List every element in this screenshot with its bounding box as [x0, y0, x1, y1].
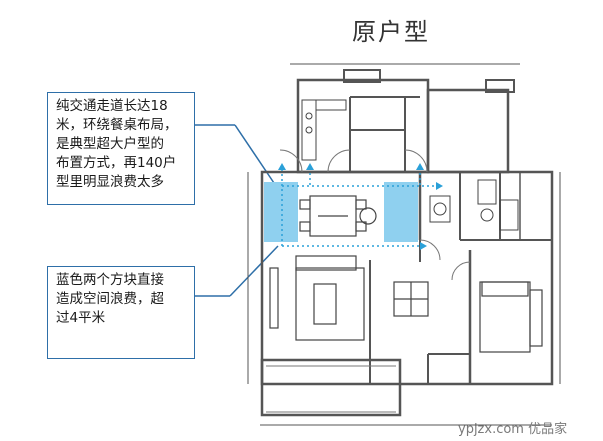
bathroom-fixtures — [429, 179, 519, 231]
callout-line: 蓝色两个方块直接 — [56, 272, 164, 288]
circulation-path — [281, 168, 436, 247]
circulation-arrowheads — [278, 163, 443, 250]
callout-line: 纯交通走道长达18 — [56, 98, 168, 114]
balcony-rail — [266, 365, 396, 413]
figure-title: 原户型 — [352, 18, 430, 46]
walls — [247, 63, 561, 426]
callout-line: 是典型超大户型的 — [56, 136, 164, 152]
wasted-area-right — [384, 182, 418, 242]
callout-circulation: 纯交通走道长达18 米，环绕餐桌布局， 是典型超大户型的 布置方式，再140户 … — [47, 92, 195, 205]
living-room-furniture — [269, 255, 365, 341]
callout-line: 布置方式，再140户 — [56, 155, 177, 171]
wasted-area-left — [264, 182, 298, 242]
callout-1-connector-diag — [234, 124, 277, 187]
callout-line: 过4平米 — [56, 310, 106, 326]
callout-2-connector-diag — [229, 245, 279, 297]
callout-wasted-area: 蓝色两个方块直接 造成空间浪费，超 过4平米 — [47, 266, 195, 359]
dining-table — [299, 195, 377, 237]
callout-line: 米，环绕餐桌布局， — [56, 117, 178, 133]
door-swings — [279, 149, 471, 281]
callout-line: 型里明显浪费太多 — [56, 174, 164, 190]
callout-line: 造成空间浪费，超 — [56, 291, 164, 307]
master-bed — [479, 281, 543, 353]
kitchen-counter — [301, 99, 347, 161]
round-table-set — [393, 281, 429, 317]
watermark: ypjzx.com 优品家 — [458, 422, 568, 437]
